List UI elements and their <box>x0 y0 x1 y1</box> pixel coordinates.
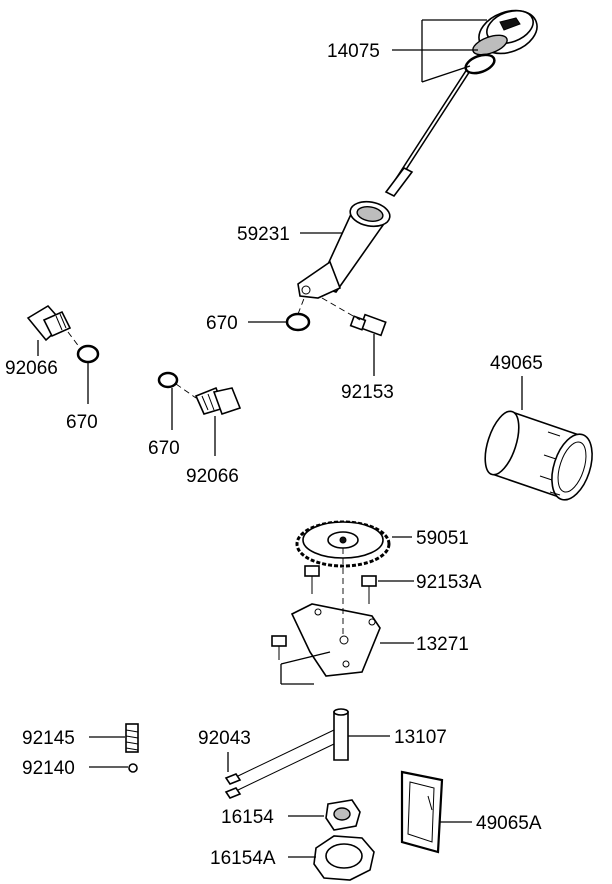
label-inner-rotor: 16154 <box>221 807 274 828</box>
label-dipstick: 14075 <box>327 41 380 62</box>
label-spring: 92145 <box>22 728 75 749</box>
drain-oring-left-part <box>76 344 100 364</box>
pump-cover-part <box>290 603 381 677</box>
label-drain-oring-right: 670 <box>148 438 180 459</box>
pump-shaft-part <box>333 708 349 761</box>
inner-rotor-part <box>325 799 361 831</box>
label-dipstick-tube: 59231 <box>237 224 290 245</box>
label-outer-rotor: 16154A <box>210 848 276 869</box>
pins-part <box>224 773 242 799</box>
oil-filter-part <box>484 410 593 501</box>
outer-rotor-part <box>313 835 375 881</box>
ball-part <box>128 763 138 773</box>
label-pins: 92043 <box>198 728 251 749</box>
dipstick-part <box>384 9 538 198</box>
drain-plug-left-part <box>26 304 72 342</box>
tube-oring-part <box>285 312 311 332</box>
label-drain-oring-left: 670 <box>66 412 98 433</box>
label-pump-shaft: 13107 <box>394 727 447 748</box>
dipstick-tube-part <box>297 200 391 299</box>
label-oil-filter: 49065 <box>490 353 543 374</box>
drain-oring-right-part <box>157 371 179 389</box>
label-pump-cover: 13271 <box>416 634 469 655</box>
label-tube-bolt: 92153 <box>341 382 394 403</box>
label-drain-plug-right: 92066 <box>186 466 239 487</box>
label-ball: 92140 <box>22 758 75 779</box>
pump-bolt-a-part <box>271 565 377 660</box>
tube-bolt-part <box>349 313 387 337</box>
label-gasket: 49065A <box>476 813 542 834</box>
spring-part <box>125 723 139 753</box>
dipstick-leader <box>392 19 487 83</box>
label-drain-plug-left: 92066 <box>5 358 58 379</box>
label-pump-gear: 59051 <box>416 528 469 549</box>
gasket-part <box>400 770 444 854</box>
label-pump-bolt-a: 92153A <box>416 572 482 593</box>
label-tube-oring: 670 <box>206 313 238 334</box>
drain-plug-right-part <box>194 386 242 416</box>
pump-gear-part <box>295 520 391 568</box>
